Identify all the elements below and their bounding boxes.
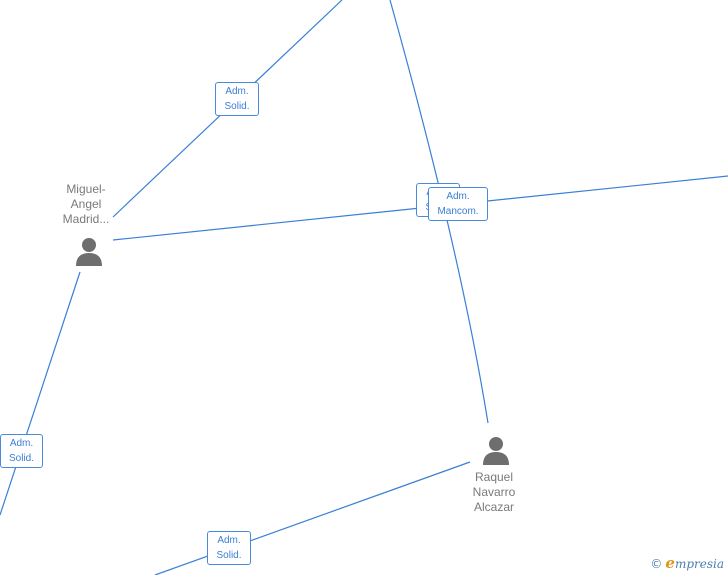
edge-miguel-bottom <box>0 271 81 516</box>
edge-label-line: Mancom. <box>437 206 479 217</box>
edge-label-line: Adm. <box>225 86 249 97</box>
edge-label-line: Solid. <box>8 453 34 464</box>
copyright-icon: © <box>650 557 663 571</box>
edge-label-line: Solid. <box>224 101 250 112</box>
edge-label-line: Adm. <box>217 535 241 546</box>
node-label-line: Miguel- <box>66 182 106 196</box>
node-label-line: Angel <box>70 197 102 211</box>
edge-label-adm-solid[interactable]: Adm. Solid. <box>0 434 43 468</box>
edge-label-line: Solid. <box>216 550 242 561</box>
node-label-line: Raquel <box>474 470 514 484</box>
edge-top-raquel <box>389 0 489 424</box>
empresia-watermark: ©empresia <box>650 554 724 572</box>
person-icon[interactable] <box>74 236 104 268</box>
node-label-raquel: Raquel Navarro Alcazar <box>454 470 534 515</box>
node-label-line: Alcazar <box>473 500 514 514</box>
brand-name: mpresia <box>674 557 724 571</box>
edge-label-adm-mancom[interactable]: Adm. Mancom. <box>428 187 488 221</box>
node-label-line: Madrid... <box>62 212 110 226</box>
edge-label-line: Adm. <box>9 438 34 449</box>
edge-label-line: Adm. <box>446 191 470 202</box>
node-label-line: Navarro <box>472 485 516 499</box>
edge-raquel-bottom <box>154 461 471 575</box>
node-label-miguel: Miguel- Angel Madrid... <box>46 182 126 227</box>
brand-initial: e <box>665 554 675 572</box>
edge-label-adm-solid[interactable]: Adm. Solid. <box>207 531 251 565</box>
person-icon[interactable] <box>481 435 511 467</box>
edge-label-adm-solid[interactable]: Adm. Solid. <box>215 82 259 116</box>
